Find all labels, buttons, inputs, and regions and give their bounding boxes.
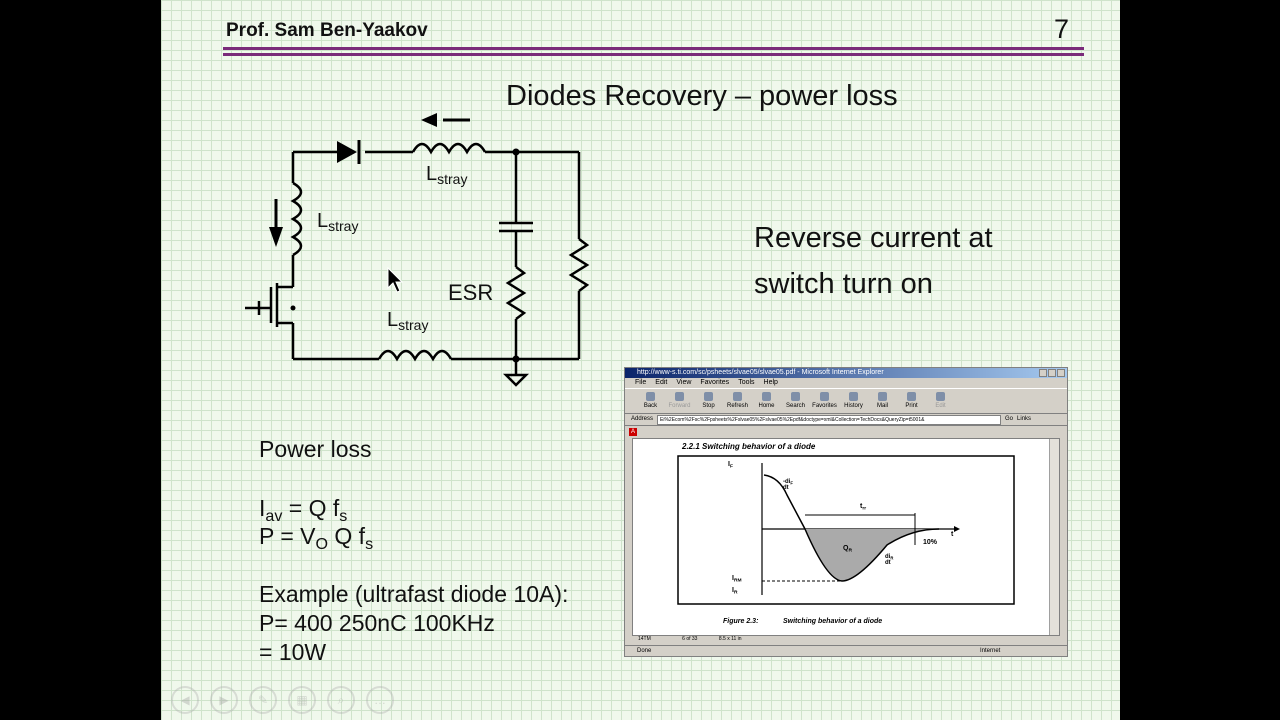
address-label: Address — [631, 416, 654, 422]
pdf-heading: 2.2.1 Switching behavior of a diode — [682, 442, 816, 451]
zoom-field[interactable]: 14TM — [638, 636, 651, 642]
reverse-current-text: Reverse current at — [754, 222, 993, 254]
mouse-pointer-icon — [387, 267, 403, 293]
zoom-icon[interactable]: ⌕ — [327, 686, 355, 714]
menu-view[interactable]: View — [676, 379, 692, 386]
page-size: 8.5 x 11 in — [718, 636, 742, 642]
graph-label-ir: IR — [732, 587, 738, 596]
graph-label-10pct: 10% — [923, 539, 938, 546]
home-button[interactable]: Home — [753, 389, 780, 413]
slide: Prof. Sam Ben-Yaakov 7 Diodes Recovery –… — [161, 0, 1120, 720]
header-rule — [223, 47, 1084, 50]
forward-button[interactable]: Forward — [666, 389, 693, 413]
stop-button[interactable]: Stop — [695, 389, 722, 413]
pdf-navigation-bar: 14TM 6 of 33 8.5 x 11 in — [632, 636, 1060, 644]
mail-button[interactable]: Mail — [869, 389, 896, 413]
label-lstray-bottom: Lstray — [387, 309, 429, 334]
browser-menubar: File Edit View Favorites Tools Help — [625, 378, 1067, 388]
refresh-button[interactable]: Refresh — [724, 389, 751, 413]
vertical-scrollbar[interactable] — [1049, 439, 1059, 635]
print-button[interactable]: Print — [898, 389, 925, 413]
menu-help[interactable]: Help — [763, 379, 778, 386]
reverse-current-text-2: switch turn on — [754, 268, 933, 300]
address-input[interactable]: Ei%2Ecom%2Fsc%2Fpsheets%2Fslvae05%2Fslva… — [657, 415, 1002, 425]
menu-file[interactable]: File — [635, 379, 647, 386]
slide-title: Diodes Recovery – power loss — [506, 80, 898, 112]
status-zone: Internet — [980, 648, 1001, 654]
close-icon[interactable] — [1057, 369, 1065, 377]
power-loss-heading: Power loss — [259, 436, 372, 462]
pen-icon[interactable]: ✎ — [249, 686, 277, 714]
acrobat-icon: A — [629, 428, 637, 436]
status-bar: Done Internet — [625, 645, 1067, 656]
status-text: Done — [637, 648, 652, 654]
label-esr: ESR — [448, 280, 494, 305]
circuit-diagram — [245, 113, 590, 387]
browser-title: http://www-s.ti.com/sc/psheets/slvae05/s… — [637, 369, 884, 376]
history-button[interactable]: History — [840, 389, 867, 413]
equation-iav: Iav = Q fs — [259, 495, 348, 525]
graph-label-t: t — [951, 531, 954, 538]
graph-label-irm: IRM — [732, 575, 742, 584]
links-button[interactable]: Links — [1017, 416, 1032, 422]
edit-button[interactable]: Edit — [927, 389, 954, 413]
example-line-1: Example (ultrafast diode 10A): — [259, 581, 569, 607]
menu-edit[interactable]: Edit — [655, 379, 668, 386]
graph-label-qr: QR — [843, 545, 852, 554]
address-bar: Address Ei%2Ecom%2Fsc%2Fpsheets%2Fslvae0… — [625, 414, 1067, 425]
page-indicator: 6 of 33 — [682, 636, 698, 642]
label-lstray-top: Lstray — [426, 163, 468, 188]
example-line-2: P= 400 250nC 100KHz — [259, 610, 495, 636]
figure-caption-number: Figure 2.3: — [723, 618, 759, 625]
pdf-toolbar: A — [625, 425, 1067, 438]
graph-label-trr: trr — [860, 503, 867, 512]
minimize-icon[interactable] — [1039, 369, 1047, 377]
search-button[interactable]: Search — [782, 389, 809, 413]
back-button[interactable]: Back — [637, 389, 664, 413]
page-number: 7 — [1054, 14, 1070, 44]
browser-titlebar: http://www-s.ti.com/sc/psheets/slvae05/s… — [625, 368, 1067, 378]
equation-power: P = VO Q fs — [259, 523, 374, 553]
menu-favorites[interactable]: Favorites — [700, 379, 730, 386]
slide-nav-controls: ◀ ▶ ✎ ▦ ⌕ … — [171, 686, 394, 714]
next-slide-icon[interactable]: ▶ — [210, 686, 238, 714]
slides-icon[interactable]: ▦ — [288, 686, 316, 714]
go-button[interactable]: Go — [1005, 416, 1014, 422]
browser-window: http://www-s.ti.com/sc/psheets/slvae05/s… — [624, 367, 1068, 657]
figure-caption-text: Switching behavior of a diode — [783, 618, 883, 625]
menu-tools[interactable]: Tools — [738, 379, 755, 386]
diode-switching-graph — [677, 455, 1015, 605]
example-line-3: = 10W — [259, 639, 327, 665]
more-icon[interactable]: … — [366, 686, 394, 714]
maximize-icon[interactable] — [1048, 369, 1056, 377]
pdf-viewport[interactable]: 2.2.1 Switching behavior of a diode IF -… — [632, 438, 1060, 636]
graph-label-if: IF — [728, 461, 733, 470]
browser-toolbar: Back Forward Stop Refresh Home Search Fa… — [625, 388, 1067, 414]
favorites-button[interactable]: Favorites — [811, 389, 838, 413]
label-lstray-left: Lstray — [317, 210, 359, 235]
prev-slide-icon[interactable]: ◀ — [171, 686, 199, 714]
header-rule — [223, 53, 1084, 56]
author-name: Prof. Sam Ben-Yaakov — [226, 20, 428, 41]
